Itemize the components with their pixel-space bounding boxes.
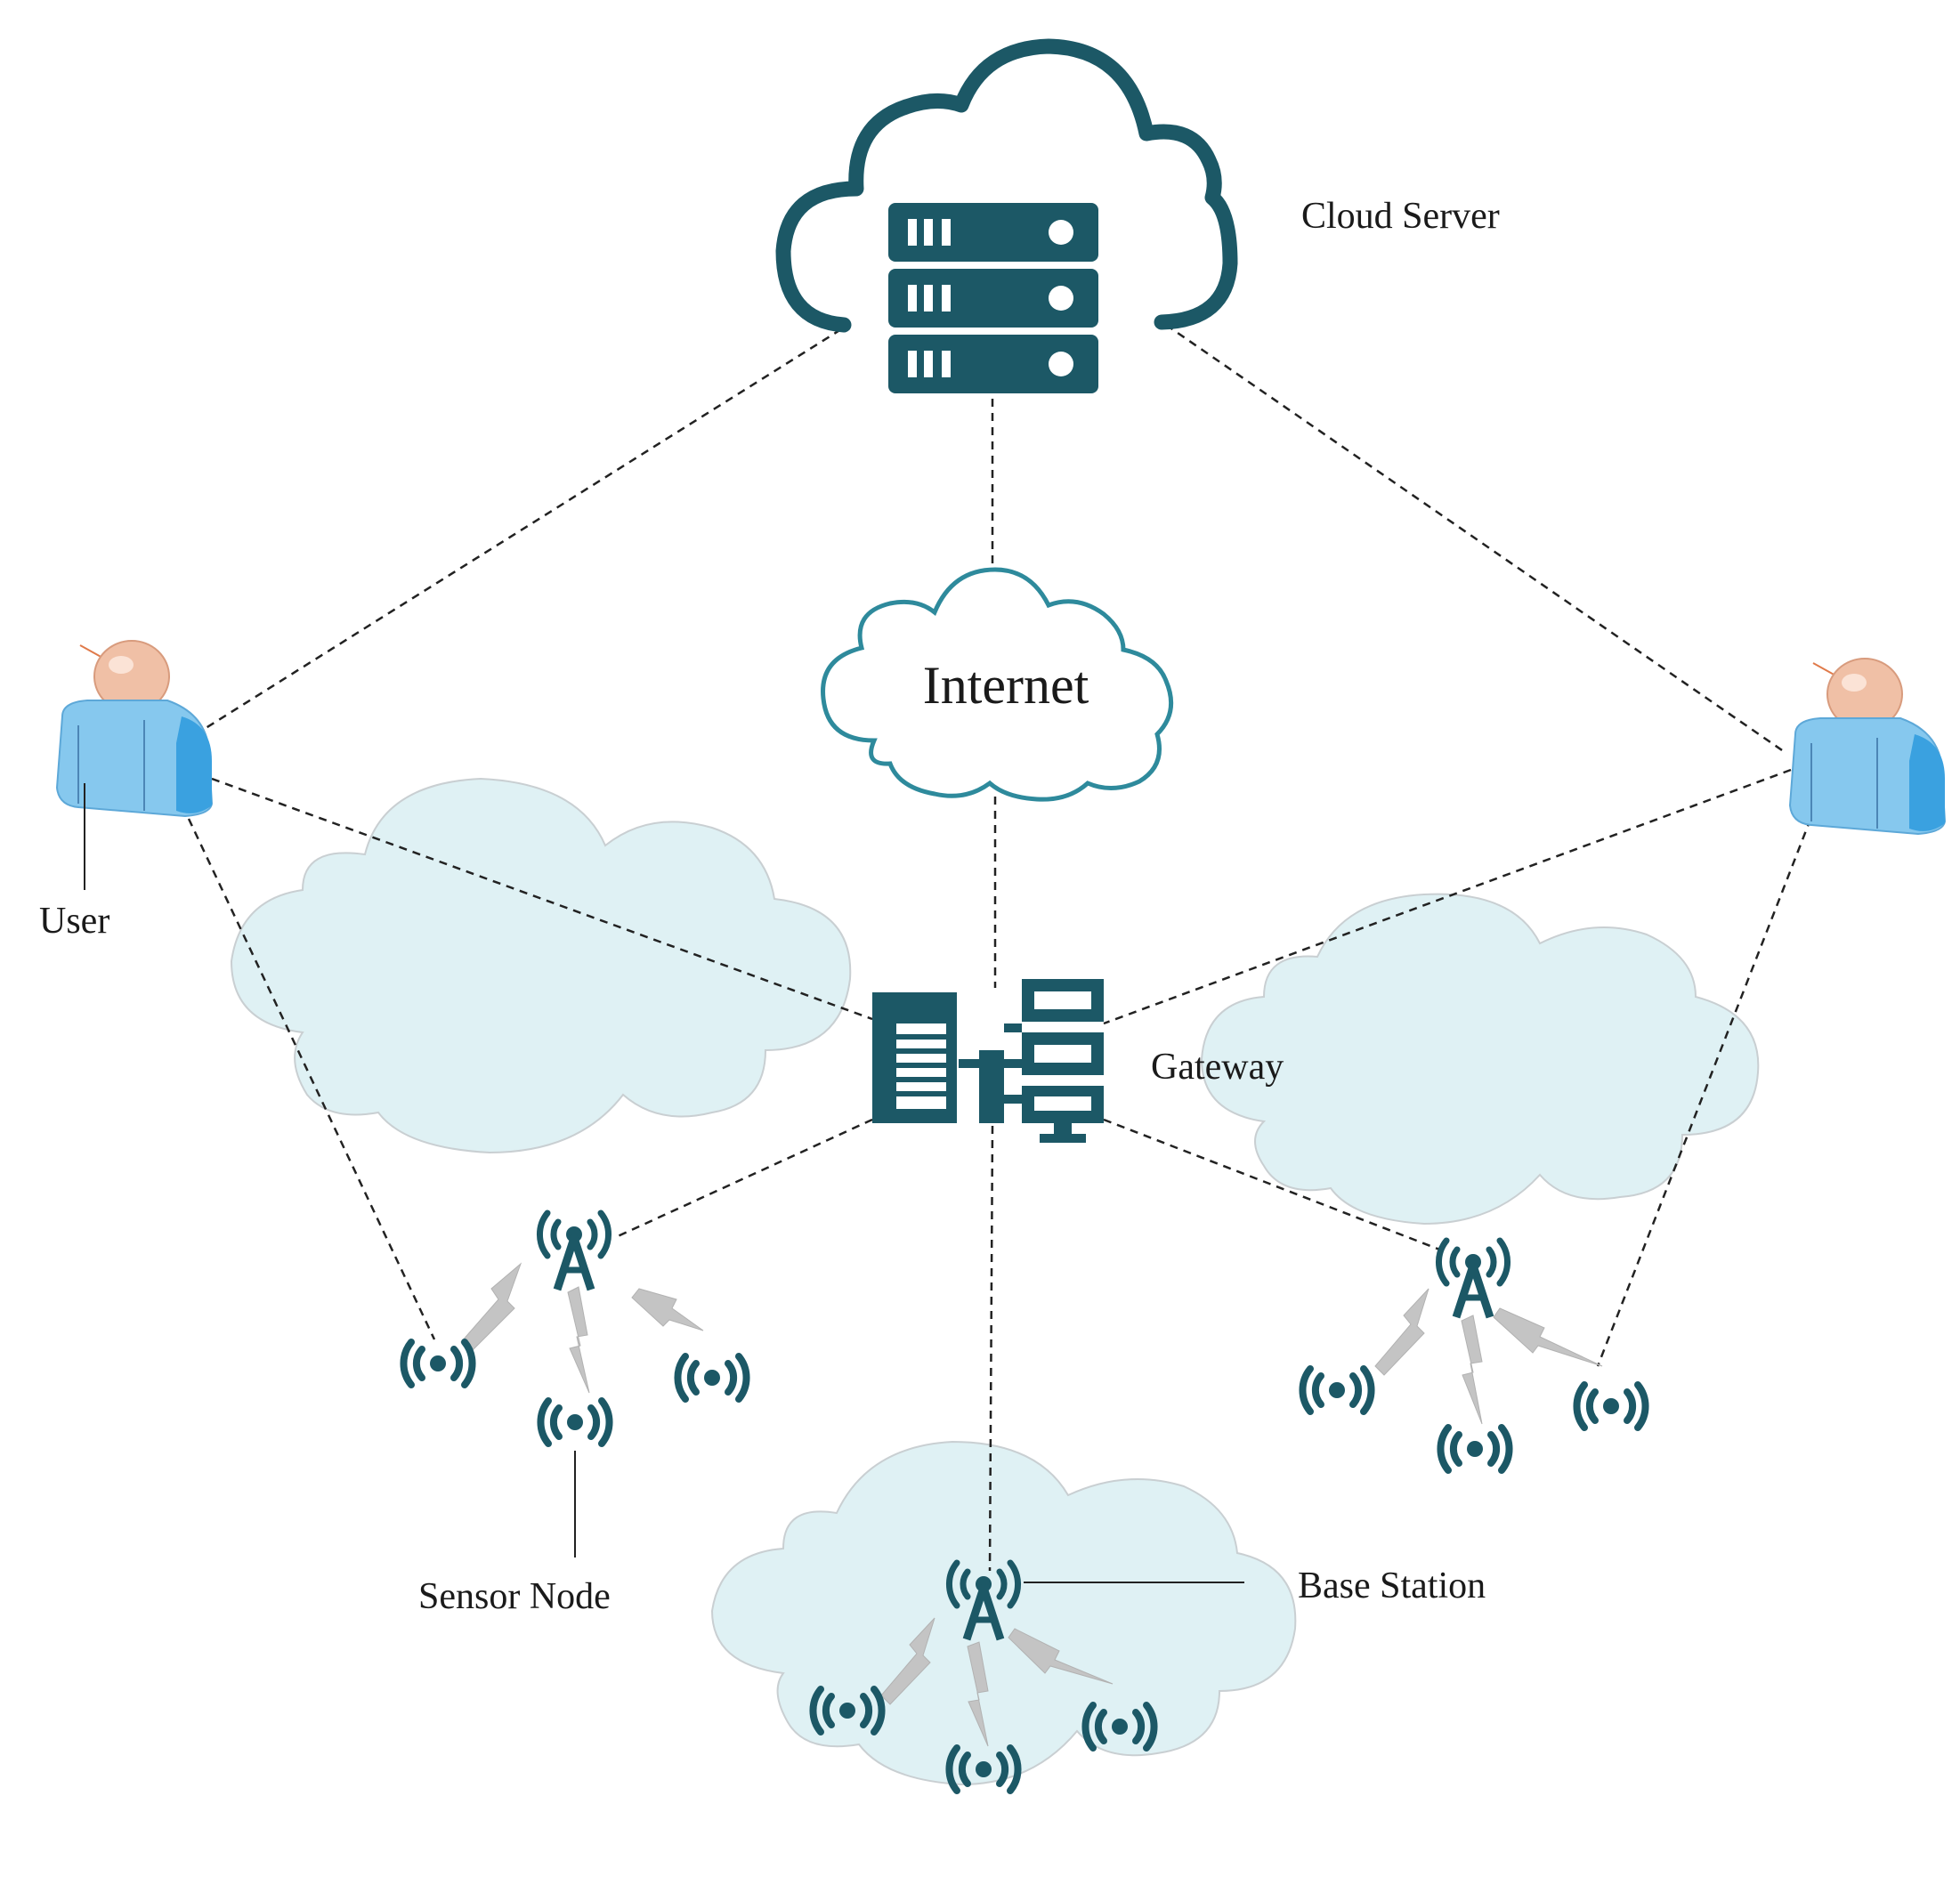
bolt-icon [1008,1628,1114,1685]
user-left: User [39,640,213,942]
sensor-node-label: Sensor Node [418,1576,611,1617]
link-gateway-base-station-1 [615,1118,873,1239]
sensor-node-1b-icon [540,1401,609,1444]
link-gateway-base-station-3 [988,1125,994,1572]
internet-cloud: Internet [821,567,1174,802]
gateway-label: Gateway [1151,1047,1284,1088]
base-station-1-antenna-tower-icon [539,1213,608,1290]
gateway: Gateway [872,979,1284,1143]
cloud-icon [775,38,1238,333]
sensor-cluster-1 [230,777,852,1154]
sensor-node-2c-icon [1576,1385,1645,1428]
bolt-icon [631,1288,704,1331]
bolt-icon [1461,1315,1483,1425]
gateway-icon [872,979,1104,1143]
sensor-cluster-2 [1200,893,1760,1226]
link-cloud-user-right [1165,323,1786,754]
sensor-node-1a-icon [403,1342,472,1385]
network-links [187,323,1818,1572]
sensor-cluster-3 [710,1440,1297,1786]
link-cloud-user-left [202,328,842,732]
wireless-links [460,1262,1603,1747]
server-rack-icon [888,203,1098,393]
internet-label: Internet [923,656,1089,715]
link-gateway-base-station-2 [1103,1118,1443,1252]
bolt-icon [1493,1307,1603,1367]
cloud-server [775,38,1238,393]
link-user-right-sensor [1596,805,1818,1367]
user-icon [56,640,213,817]
user-label: User [39,901,109,942]
bolt-icon [880,1617,935,1705]
sensor-node-2b-icon [1440,1428,1509,1470]
sensor-node-2a-icon [1302,1369,1371,1412]
sensor-node-1c-icon [677,1356,746,1399]
user-icon [1789,658,1946,835]
bolt-icon [567,1286,590,1394]
base-station-2-antenna-tower-icon [1438,1241,1507,1317]
bolt-icon [1374,1288,1430,1376]
internet-cloud-icon [821,567,1174,802]
link-user-left-sensor [187,818,436,1340]
bolt-icon [967,1641,989,1747]
bolt-icon [460,1262,522,1352]
link-user-left-gateway [211,777,873,1021]
base-station-label: Base Station [1298,1566,1486,1606]
cloud-server-label: Cloud Server [1301,196,1500,237]
user-right [1789,658,1946,835]
